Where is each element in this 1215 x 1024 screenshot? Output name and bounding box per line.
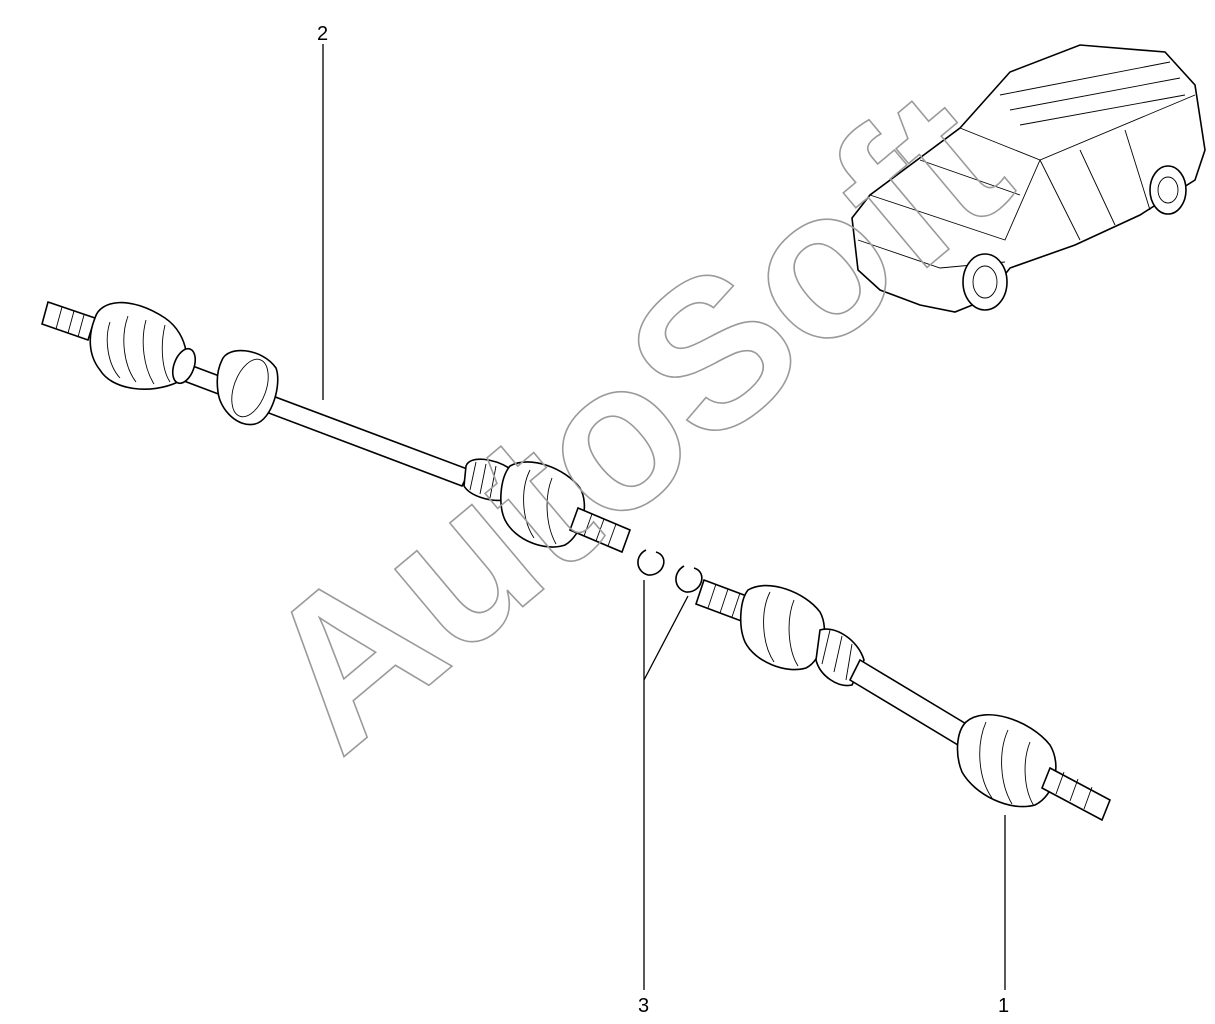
driveshaft-left [41,300,632,554]
callout-2: 2 [317,23,328,45]
snap-rings [637,549,703,593]
driveshaft-right [694,578,1112,822]
leader-lines [322,44,1006,990]
callout-1: 1 [998,995,1009,1017]
watermark-text: AutoSoft [218,45,1048,795]
vehicle-illustration [851,44,1206,313]
callout-3: 3 [638,995,649,1017]
